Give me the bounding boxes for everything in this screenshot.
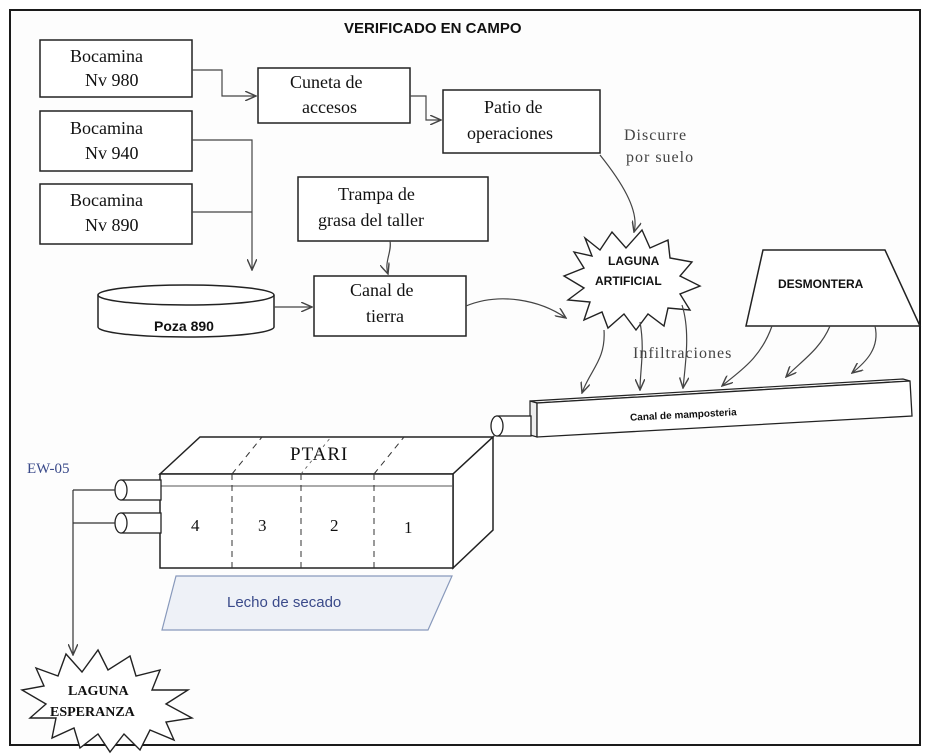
bocamina-nv890-line1: Bocamina xyxy=(70,190,143,210)
ptari-tank xyxy=(158,435,495,570)
desmontera-shape xyxy=(745,249,922,327)
bocamina-nv940-line2: Nv 940 xyxy=(85,143,139,163)
ptari-label: PTARI xyxy=(290,444,349,465)
ptari-cell-1: 1 xyxy=(404,518,413,537)
bocamina-nv980-line2: Nv 980 xyxy=(85,70,139,90)
bocamina-nv940-box xyxy=(39,110,193,172)
laguna-esperanza-starburst xyxy=(20,648,195,754)
ew05-pipes xyxy=(73,479,162,655)
trampa-box xyxy=(297,176,489,242)
bocamina-nv890-line2: Nv 890 xyxy=(85,215,139,235)
trampa-line1: Trampa de xyxy=(338,184,415,204)
bocamina-nv940-line1: Bocamina xyxy=(70,118,143,138)
desmontera-label: DESMONTERA xyxy=(778,277,864,291)
laguna-esperanza-line2: ESPERANZA xyxy=(50,705,135,720)
ptari-cell-3: 3 xyxy=(258,516,267,535)
canal-tierra-box xyxy=(313,275,467,337)
patio-box xyxy=(442,89,601,154)
ptari-cell-2: 2 xyxy=(330,516,339,535)
bocamina-nv980-line1: Bocamina xyxy=(70,46,143,66)
discurre-line2: por suelo xyxy=(626,149,695,166)
canal-pipe xyxy=(490,415,532,437)
cuneta-line2: accesos xyxy=(302,97,357,117)
diagram-title: VERIFICADO EN CAMPO xyxy=(344,20,522,37)
lecho-label: Lecho de secado xyxy=(227,594,342,611)
canal-mamposteria-prism xyxy=(529,378,913,438)
ew05-label: EW-05 xyxy=(27,461,70,477)
laguna-artificial-line2: ARTIFICIAL xyxy=(595,274,662,288)
laguna-esperanza-line1: LAGUNA xyxy=(68,684,129,699)
trampa-line2: grasa del taller xyxy=(318,210,424,230)
discurre-line1: Discurre xyxy=(624,127,688,144)
bocamina-nv890-box xyxy=(39,183,193,245)
flow-connectors xyxy=(192,69,877,393)
canal-tierra-line2: tierra xyxy=(366,306,404,326)
patio-line1: Patio de xyxy=(484,97,543,117)
bocamina-nv980-box xyxy=(39,39,193,98)
cuneta-line1: Cuneta de xyxy=(290,72,363,92)
poza-890-cylinder xyxy=(97,284,275,338)
ptari-cell-4: 4 xyxy=(191,516,200,535)
cuneta-box xyxy=(257,67,411,124)
canal-tierra-line1: Canal de xyxy=(350,280,414,300)
laguna-artificial-starburst xyxy=(562,228,702,332)
lecho-de-secado-shape xyxy=(161,575,453,631)
patio-line2: operaciones xyxy=(467,123,553,143)
laguna-artificial-line1: LAGUNA xyxy=(608,254,660,268)
infiltraciones-label: Infiltraciones xyxy=(633,345,733,362)
poza-label: Poza 890 xyxy=(154,318,214,334)
